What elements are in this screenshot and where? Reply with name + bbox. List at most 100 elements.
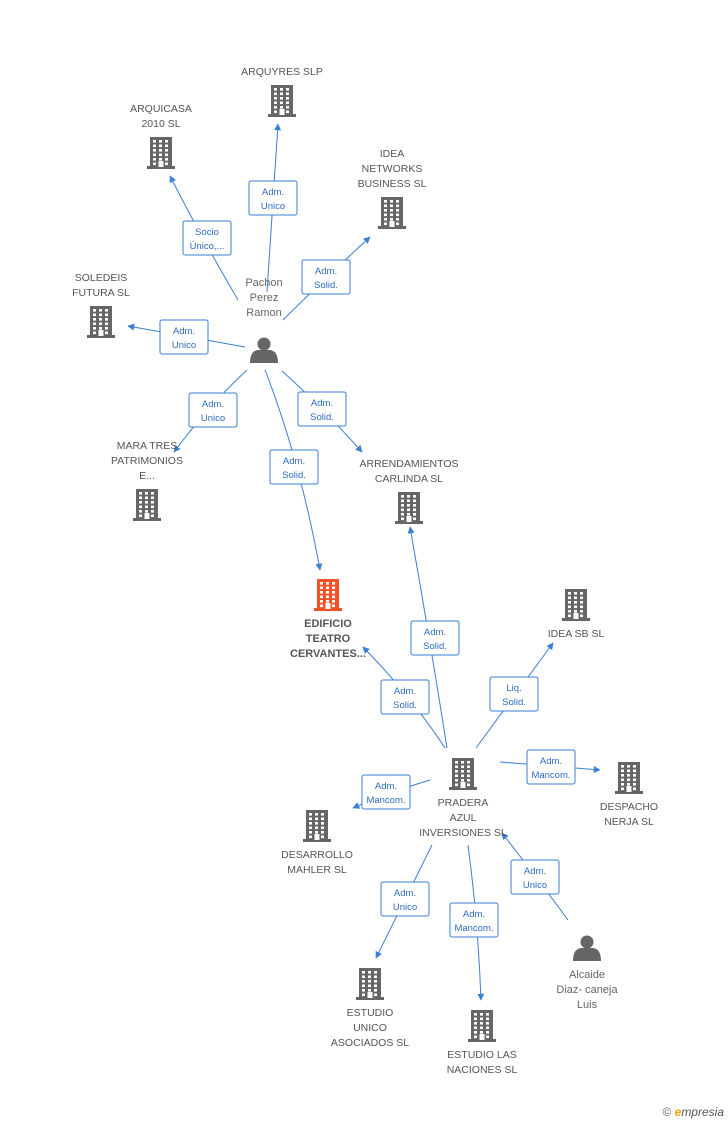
- node-label-line: IDEA SB SL: [548, 628, 605, 640]
- edge-label-text: Adm.: [394, 888, 416, 899]
- brand-name: mpresia: [681, 1105, 724, 1119]
- relation-edge-pradera-despacho: Adm. Mancom.: [499, 749, 601, 785]
- node-label-line: ARQUYRES SLP: [241, 66, 323, 78]
- edge-label-box[interactable]: [361, 774, 411, 810]
- edge-label-box[interactable]: [297, 391, 347, 427]
- node-label-line: PRADERA: [438, 797, 489, 809]
- node-label-line: AZUL: [450, 812, 477, 824]
- edge-label-text: Mancom.: [454, 923, 493, 934]
- edge-label-text: Adm.: [262, 187, 284, 198]
- node-label-line: CERVANTES...: [290, 648, 366, 660]
- relation-edge-pachon-arquyres: Adm.Unico: [248, 123, 298, 293]
- node-label-line: ARQUICASA: [130, 103, 192, 115]
- building-icon[interactable]: [87, 306, 115, 338]
- node-despacho[interactable]: DESPACHO NERJA SL: [600, 762, 658, 828]
- building-icon[interactable]: [356, 968, 384, 1000]
- edge-label-text: Adm.: [173, 326, 195, 337]
- edge-label-box[interactable]: [526, 749, 576, 785]
- node-label-line: ESTUDIO LAS: [447, 1049, 516, 1061]
- building-icon[interactable]: [268, 85, 296, 117]
- edge-label-text: Único,...: [190, 241, 225, 252]
- building-icon[interactable]: [133, 489, 161, 521]
- edge-label-text: Mancom.: [366, 795, 405, 806]
- relation-edge-pradera-desarrollo: Adm.Mancom.: [352, 774, 431, 810]
- building-icon[interactable]: [314, 579, 342, 611]
- edge-label-box[interactable]: [489, 676, 539, 712]
- edge-label-box[interactable]: [510, 859, 560, 895]
- building-icon[interactable]: [303, 810, 331, 842]
- building-icon[interactable]: [395, 492, 423, 524]
- relation-edge-pradera-edificio: Adm.Solid.: [362, 646, 446, 749]
- relation-edge-pradera-arrendamientos: Adm.Solid.: [407, 526, 460, 749]
- relation-edge-pachon-soledeis: Adm.Unico: [127, 319, 246, 355]
- footer-brand: © empresia: [662, 1105, 724, 1119]
- node-label-line: INVERSIONES SL: [419, 827, 507, 839]
- edge-label-box[interactable]: [449, 902, 499, 938]
- node-label-line: NETWORKS: [362, 163, 423, 175]
- node-label-line: Diaz- caneja: [556, 984, 618, 996]
- node-label-line: CARLINDA SL: [375, 473, 443, 485]
- building-icon[interactable]: [449, 758, 477, 790]
- node-pradera[interactable]: PRADERA AZUL INVERSIONES SL: [419, 758, 507, 839]
- edge-label-box[interactable]: [301, 259, 351, 295]
- node-label-line: MAHLER SL: [287, 864, 347, 876]
- node-mara[interactable]: MARA TRESPATRIMONIOSE...: [111, 440, 183, 521]
- node-label-line: Luis: [577, 999, 598, 1011]
- edge-label-text: Unico: [393, 902, 417, 913]
- edge-label-text: Mancom.: [531, 770, 570, 781]
- edge-label-text: Solid.: [502, 697, 526, 708]
- relation-edge-pachon-arquicasa: SocioÚnico,...: [169, 175, 239, 301]
- node-edificio[interactable]: EDIFICIOTEATROCERVANTES...: [290, 579, 366, 660]
- person-icon[interactable]: [573, 935, 601, 962]
- node-label-line: EDIFICIO: [304, 618, 352, 630]
- node-label-line: PATRIMONIOS: [111, 455, 183, 467]
- relation-edge-pachon-idea_networks: Adm.Solid.: [282, 236, 371, 321]
- edge-label-text: Adm.: [311, 398, 333, 409]
- edge-label-text: Solid.: [282, 470, 306, 481]
- relation-edge-pachon-arrendamientos: Adm. Solid.: [281, 370, 363, 453]
- building-icon[interactable]: [615, 762, 643, 794]
- relation-edge-pachon-mara: Adm.Unico: [173, 369, 248, 453]
- edge-label-text: Socio: [195, 227, 219, 238]
- edge-label-text: Adm.: [540, 756, 562, 767]
- edge-label-text: Adm.: [524, 866, 546, 877]
- edge-label-box[interactable]: [380, 881, 430, 917]
- edges-layer: Adm.UnicoSocioÚnico,...Adm.Solid.Adm.Uni…: [127, 123, 601, 1001]
- edge-label-box[interactable]: [269, 449, 319, 485]
- edge-label-text: Solid.: [423, 641, 447, 652]
- building-icon[interactable]: [378, 197, 406, 229]
- person-icon[interactable]: [250, 337, 278, 364]
- edge-label-box[interactable]: [410, 620, 460, 656]
- node-label-line: NERJA SL: [604, 816, 654, 828]
- node-idea_sb[interactable]: IDEA SB SL: [548, 589, 605, 640]
- edge-label-box[interactable]: [159, 319, 209, 355]
- node-label-line: UNICO: [353, 1022, 387, 1034]
- node-arquyres[interactable]: ARQUYRES SLP: [241, 66, 323, 117]
- edge-label-text: Solid.: [310, 412, 334, 423]
- edge-label-text: Unico: [523, 880, 547, 891]
- edge-label-text: Liq.: [506, 683, 521, 694]
- edge-label-text: Unico: [201, 413, 225, 424]
- node-label-line: Pachon: [245, 277, 282, 289]
- building-icon[interactable]: [468, 1010, 496, 1042]
- node-label-line: Perez: [250, 292, 279, 304]
- edge-label-box[interactable]: [188, 392, 238, 428]
- relation-edge-pachon-edificio: Adm.Solid.: [264, 369, 323, 571]
- building-icon[interactable]: [147, 137, 175, 169]
- edge-label-box[interactable]: [182, 220, 232, 256]
- edge-label-box[interactable]: [248, 180, 298, 216]
- edge-label-box[interactable]: [380, 679, 430, 715]
- building-icon[interactable]: [562, 589, 590, 621]
- node-label-line: DESPACHO: [600, 801, 658, 813]
